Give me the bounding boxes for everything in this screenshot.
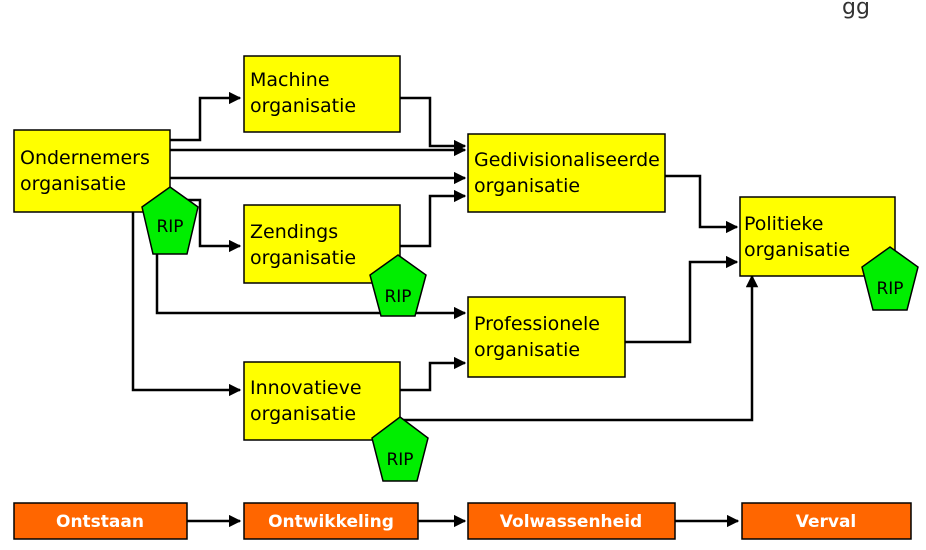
box-professionele-line2: organisatie xyxy=(474,339,580,361)
arrow-innovatieve-professionele xyxy=(400,356,467,392)
arrow-innovatieve-politieke xyxy=(400,274,759,422)
box-gedivisionaliseerde-line2: organisatie xyxy=(474,175,580,197)
box-ondernemers-line1: Ondernemers xyxy=(20,147,150,169)
arrow-gedivisionaliseerde-politieke xyxy=(665,174,739,234)
box-professionele-line1: Professionele xyxy=(474,313,600,335)
box-zendings: Zendings organisatie xyxy=(243,204,401,284)
box-ondernemers-line2: organisatie xyxy=(20,173,126,195)
rip-badge-politieke: RIP xyxy=(861,246,919,311)
box-innovatieve-line1: Innovatieve xyxy=(250,377,362,399)
arrow-professionele-politieke xyxy=(625,255,739,344)
box-zendings-line2: organisatie xyxy=(250,247,356,269)
phase-volwassenheid: Volwassenheid xyxy=(467,502,676,540)
rip-label-politieke: RIP xyxy=(876,279,903,299)
phase-volwassenheid-label: Volwassenheid xyxy=(500,512,642,532)
phase-verval-label: Verval xyxy=(796,512,857,532)
box-professionele: Professionele organisatie xyxy=(467,296,626,378)
box-politieke-line1: Politieke xyxy=(744,213,823,235)
phase-timeline: Ontstaan Ontwikkeling Volwassenheid Verv… xyxy=(13,502,912,540)
phase-ontwikkeling-label: Ontwikkeling xyxy=(268,512,394,532)
rip-label-zendings: RIP xyxy=(384,287,411,307)
box-politieke: Politieke organisatie xyxy=(739,196,896,277)
box-innovatieve: Innovatieve organisatie xyxy=(243,361,401,441)
box-gedivisionaliseerde: Gedivisionaliseerde organisatie xyxy=(467,133,666,213)
phase-ontstaan-label: Ontstaan xyxy=(56,512,144,532)
phase-ontwikkeling: Ontwikkeling xyxy=(243,502,419,540)
box-ondernemers: Ondernemers organisatie xyxy=(13,129,171,213)
arrow-machine-gedivisionaliseerde xyxy=(400,96,467,153)
arrow-ondernemers-innovatieve xyxy=(131,212,242,397)
box-machine-line2: organisatie xyxy=(250,95,356,117)
rip-badge-innovatieve: RIP xyxy=(371,416,429,482)
box-gedivisionaliseerde-line1: Gedivisionaliseerde xyxy=(474,149,660,171)
rip-label-innovatieve: RIP xyxy=(386,450,413,470)
rip-badge-ondernemers: RIP xyxy=(141,186,199,255)
rip-badge-zendings: RIP xyxy=(369,254,427,317)
box-machine-line1: Machine xyxy=(250,69,330,91)
rip-label-ondernemers: RIP xyxy=(156,217,183,237)
box-machine: Machine organisatie xyxy=(243,55,401,133)
arrow-zendings-gedivisionaliseerde xyxy=(400,189,467,248)
box-politieke-line2: organisatie xyxy=(744,239,850,261)
phase-verval: Verval xyxy=(741,502,912,540)
box-innovatieve-line2: organisatie xyxy=(250,403,356,425)
corner-fragment: gg xyxy=(842,0,870,20)
arrow-ondernemers-machine xyxy=(170,91,242,142)
phase-ontstaan: Ontstaan xyxy=(13,502,188,540)
box-zendings-line1: Zendings xyxy=(250,221,338,243)
